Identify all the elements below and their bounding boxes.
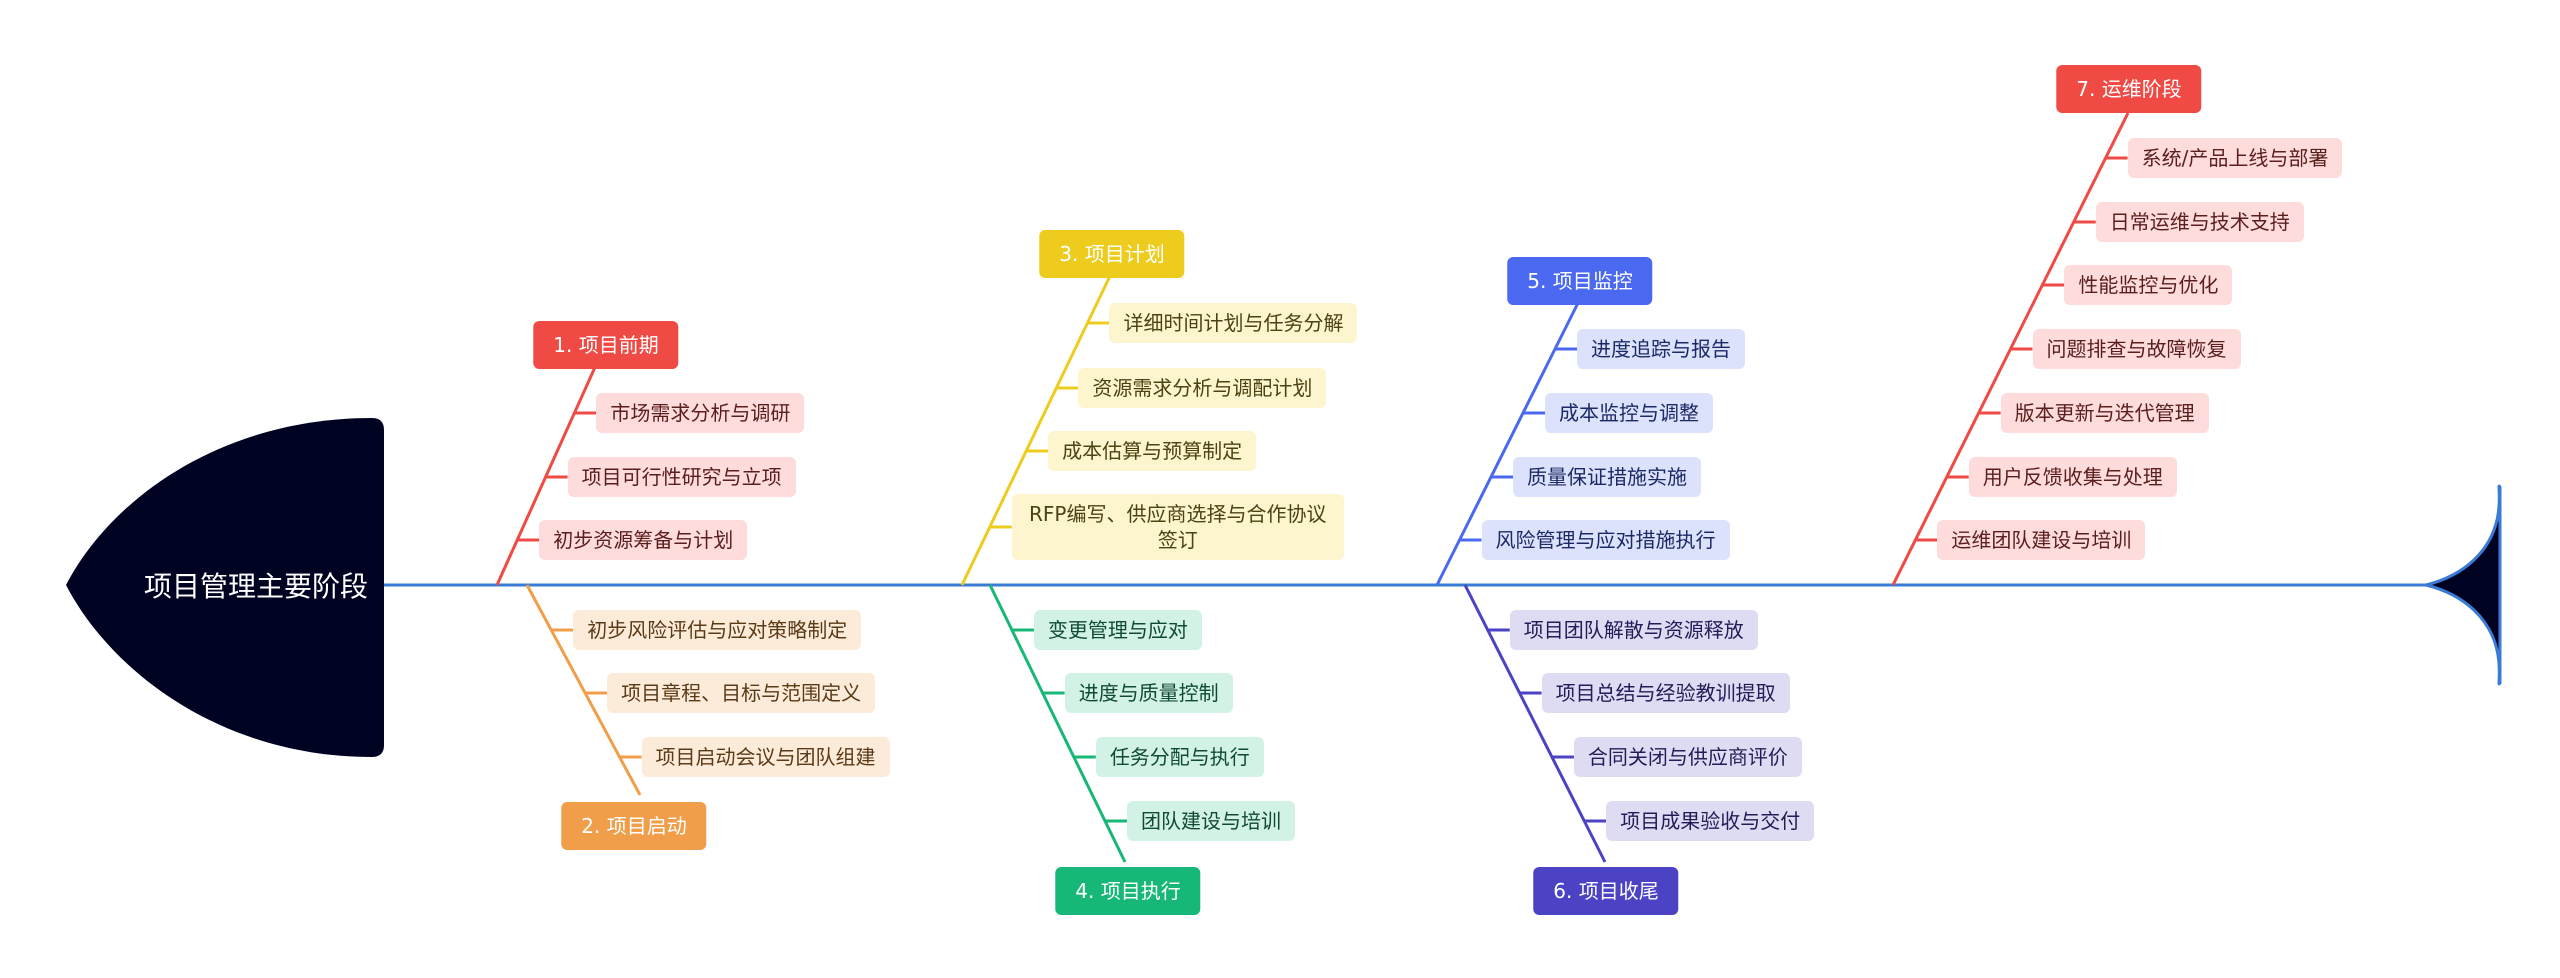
leaf-item[interactable]: 风险管理与应对措施执行: [1481, 520, 1730, 560]
branch-operations[interactable]: 7. 运维阶段: [2056, 65, 2202, 113]
branch-monitoring[interactable]: 5. 项目监控: [1507, 257, 1653, 305]
leaf-item[interactable]: RFP编写、供应商选择与合作协议签订: [1011, 494, 1344, 560]
leaf-item[interactable]: 运维团队建设与培训: [1937, 520, 2146, 560]
leaf-item[interactable]: 团队建设与培训: [1127, 801, 1296, 841]
bone-planning: [960, 275, 1112, 586]
leaf-item[interactable]: 日常运维与技术支持: [2095, 202, 2304, 242]
leaf-item[interactable]: 进度与质量控制: [1064, 673, 1233, 713]
leaf-item[interactable]: 质量保证措施实施: [1513, 457, 1701, 497]
leaf-item[interactable]: 资源需求分析与调配计划: [1078, 368, 1327, 408]
branch-execution[interactable]: 4. 项目执行: [1055, 867, 1201, 915]
bone-pre-project: [495, 344, 607, 586]
bone-initiation: [525, 584, 642, 796]
leaf-item[interactable]: 系统/产品上线与部署: [2127, 138, 2343, 178]
leaf-item[interactable]: 用户反馈收集与处理: [1968, 457, 2177, 497]
branch-closing[interactable]: 6. 项目收尾: [1533, 867, 1679, 915]
leaf-item[interactable]: 项目启动会议与团队组建: [641, 737, 890, 777]
leaf-item[interactable]: 进度追踪与报告: [1577, 329, 1745, 369]
leaf-item[interactable]: 项目总结与经验教训提取: [1541, 673, 1790, 713]
branch-planning[interactable]: 3. 项目计划: [1039, 230, 1185, 278]
leaf-item[interactable]: 初步风险评估与应对策略制定: [573, 610, 862, 650]
leaf-item[interactable]: 变更管理与应对: [1033, 610, 1202, 650]
leaf-item[interactable]: 问题排查与故障恢复: [2032, 329, 2241, 369]
leaf-item[interactable]: 成本估算与预算制定: [1048, 431, 1257, 471]
leaf-item[interactable]: 项目团队解散与资源释放: [1509, 610, 1758, 650]
branch-pre-project[interactable]: 1. 项目前期: [533, 321, 679, 369]
leaf-item[interactable]: 任务分配与执行: [1095, 737, 1264, 777]
leaf-item[interactable]: 项目可行性研究与立项: [567, 457, 796, 497]
leaf-item[interactable]: 项目成果验收与交付: [1606, 801, 1815, 841]
leaf-item[interactable]: 合同关闭与供应商评价: [1573, 737, 1802, 777]
branch-initiation[interactable]: 2. 项目启动: [561, 802, 707, 850]
fish-tail-shape: [2425, 484, 2502, 686]
leaf-item[interactable]: 项目章程、目标与范围定义: [607, 673, 876, 713]
leaf-item[interactable]: 市场需求分析与调研: [596, 393, 805, 433]
leaf-item[interactable]: 性能监控与优化: [2064, 265, 2233, 305]
leaf-item[interactable]: 详细时间计划与任务分解: [1109, 303, 1358, 343]
diagram-title: 项目管理主要阶段: [143, 570, 369, 603]
leaf-item[interactable]: 初步资源筹备与计划: [539, 520, 748, 560]
bone-monitoring: [1435, 302, 1580, 586]
leaf-item[interactable]: 成本监控与调整: [1545, 393, 1713, 433]
fish-head-shape: [66, 418, 384, 757]
leaf-item[interactable]: 版本更新与迭代管理: [2000, 393, 2209, 433]
